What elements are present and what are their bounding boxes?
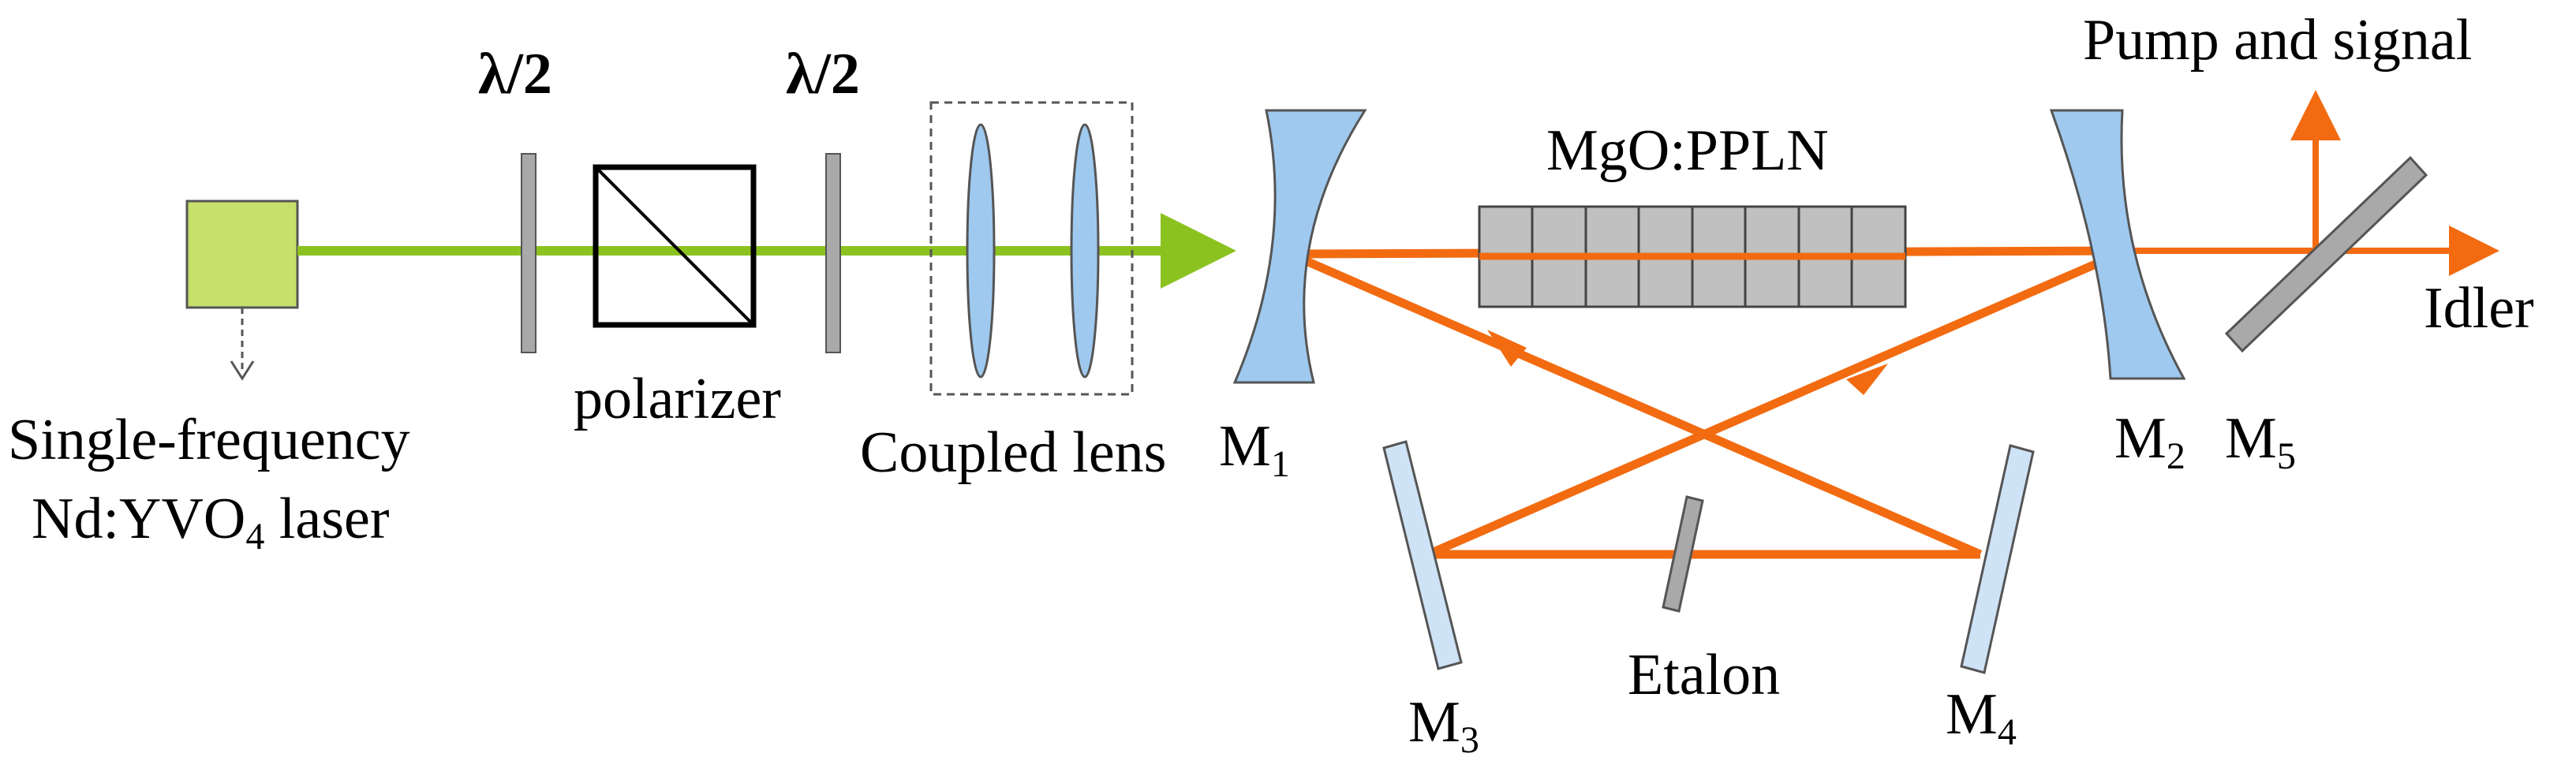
polarizer-cube bbox=[593, 164, 757, 328]
mirror-m4 bbox=[1960, 444, 2035, 674]
coupled-lens-box bbox=[929, 101, 1134, 396]
lens-2 bbox=[1070, 123, 1100, 379]
laser-pointer-arrowhead bbox=[230, 360, 255, 381]
lens-1 bbox=[966, 123, 996, 379]
laser-label-line1: Single-frequency bbox=[8, 408, 410, 472]
half-wave-plate-2 bbox=[825, 153, 841, 353]
polarizer-label: polarizer bbox=[574, 367, 781, 431]
m3-label: M3 bbox=[1408, 690, 1479, 761]
pump-and-signal-label: Pump and signal bbox=[2083, 8, 2472, 73]
m5-label: M5 bbox=[2225, 406, 2296, 477]
mirror-m5-beamsplitter bbox=[2224, 155, 2428, 353]
laser-label-line2: Nd:YVO4 laser bbox=[32, 487, 390, 558]
half-wave-plate-2-label: λ/2 bbox=[786, 42, 860, 106]
m1-label: M1 bbox=[1219, 414, 1290, 485]
mirror-m1 bbox=[1232, 109, 1367, 384]
mgo-ppln-crystal bbox=[1478, 205, 1907, 308]
m2-label: M2 bbox=[2114, 406, 2185, 477]
idler-label: Idler bbox=[2424, 276, 2534, 341]
mirror-m3 bbox=[1382, 440, 1463, 670]
mirror-m2 bbox=[2049, 109, 2186, 380]
half-wave-plate-1-label: λ/2 bbox=[478, 42, 552, 106]
crystal-label: MgO:PPLN bbox=[1546, 118, 1829, 183]
etalon-label: Etalon bbox=[1628, 643, 1780, 707]
laser-box bbox=[185, 200, 299, 309]
cavity-direction-arrow-2 bbox=[1846, 364, 1888, 395]
coupled-lens-label: Coupled lens bbox=[860, 420, 1166, 485]
oscillator-beams bbox=[1288, 90, 2499, 559]
m4-label: M4 bbox=[1946, 682, 2017, 753]
half-wave-plate-1 bbox=[521, 153, 537, 353]
etalon bbox=[1662, 495, 1704, 613]
cavity-direction-arrow-1 bbox=[1487, 330, 1527, 367]
